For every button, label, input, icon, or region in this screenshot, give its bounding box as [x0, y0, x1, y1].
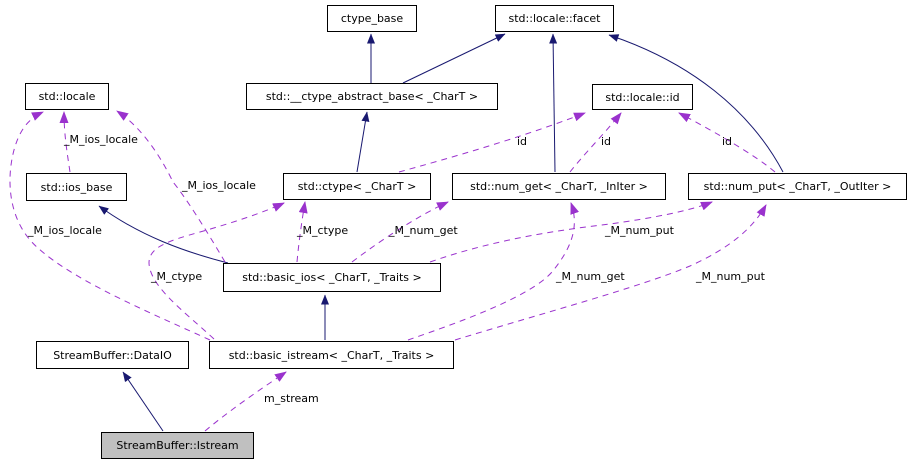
node-std-num-get[interactable]: std::num_get< _CharT, _InIter >	[452, 173, 666, 200]
node-ctype-base[interactable]: ctype_base	[327, 5, 417, 32]
edge-usage-basicistream-numget	[407, 202, 579, 341]
edge-label-id-1: id	[517, 135, 528, 148]
edge-usage-istream-basicistream	[204, 371, 287, 432]
edge-inherit-istream-dataio	[122, 371, 164, 432]
edge-label-m-ctype-2: _M_ctype	[151, 270, 203, 283]
edge-label-m-num-put-2: _M_num_put	[696, 270, 765, 283]
edge-label-m-ios-locale-3: _M_ios_locale	[28, 224, 102, 237]
node-ctype-abstract-base[interactable]: std::__ctype_abstract_base< _CharT >	[246, 83, 498, 110]
edge-usage-basicios-ctype	[296, 201, 308, 263]
edge-label-m-num-get-1: _M_num_get	[389, 224, 458, 237]
edge-usage-basicistream-ctype	[148, 202, 285, 340]
node-std-locale-id[interactable]: std::locale::id	[592, 84, 693, 110]
edge-label-m-ios-locale-2: _M_ios_locale	[182, 179, 256, 192]
edge-usage-numput-localeid	[678, 112, 776, 173]
edge-inherit-numget-facet	[549, 33, 558, 173]
edge-inherit-basicios-iosbase	[98, 205, 229, 264]
edge-label-id-2: id	[601, 135, 612, 148]
edge-label-m-ctype-1: _M_ctype	[297, 224, 349, 237]
node-std-ios-base[interactable]: std::ios_base	[26, 173, 127, 201]
node-std-locale-facet[interactable]: std::locale::facet	[495, 5, 614, 32]
node-std-basic-ios[interactable]: std::basic_ios< _CharT, _Traits >	[223, 263, 441, 292]
edge-usage-basicios-numget	[351, 201, 449, 263]
edge-usage-basicios-numput	[429, 201, 713, 263]
edge-usage-basicios-locale	[116, 110, 226, 263]
edge-label-id-3: id	[722, 135, 733, 148]
edge-usage-basicistream-locale	[9, 111, 211, 341]
node-std-basic-istream[interactable]: std::basic_istream< _CharT, _Traits >	[209, 341, 454, 369]
edge-inherit-abstractbase-facet	[402, 33, 506, 84]
node-std-num-put[interactable]: std::num_put< _CharT, _OutIter >	[688, 173, 907, 200]
node-streambuffer-istream: StreamBuffer::Istream	[101, 432, 254, 459]
edge-usage-numget-localeid	[569, 112, 622, 173]
node-std-ctype[interactable]: std::ctype< _CharT >	[283, 173, 431, 200]
node-std-locale[interactable]: std::locale	[25, 83, 109, 110]
edge-label-m-stream: m_stream	[264, 392, 319, 405]
edge-label-m-num-put-1: _M_num_put	[605, 224, 674, 237]
edge-inherit-numput-facet	[608, 34, 784, 173]
edge-usage-ctype-localeid	[398, 112, 586, 173]
edge-label-m-ios-locale-1: _M_ios_locale	[64, 133, 138, 146]
edge-inherit-ctype-abstractbase	[356, 111, 370, 173]
node-streambuffer-dataio[interactable]: StreamBuffer::DataIO	[36, 341, 189, 369]
edge-label-m-num-get-2: _M_num_get	[556, 270, 625, 283]
edge-usage-basicistream-numput	[454, 204, 767, 341]
edge-usage-iosbase-locale	[59, 111, 71, 173]
